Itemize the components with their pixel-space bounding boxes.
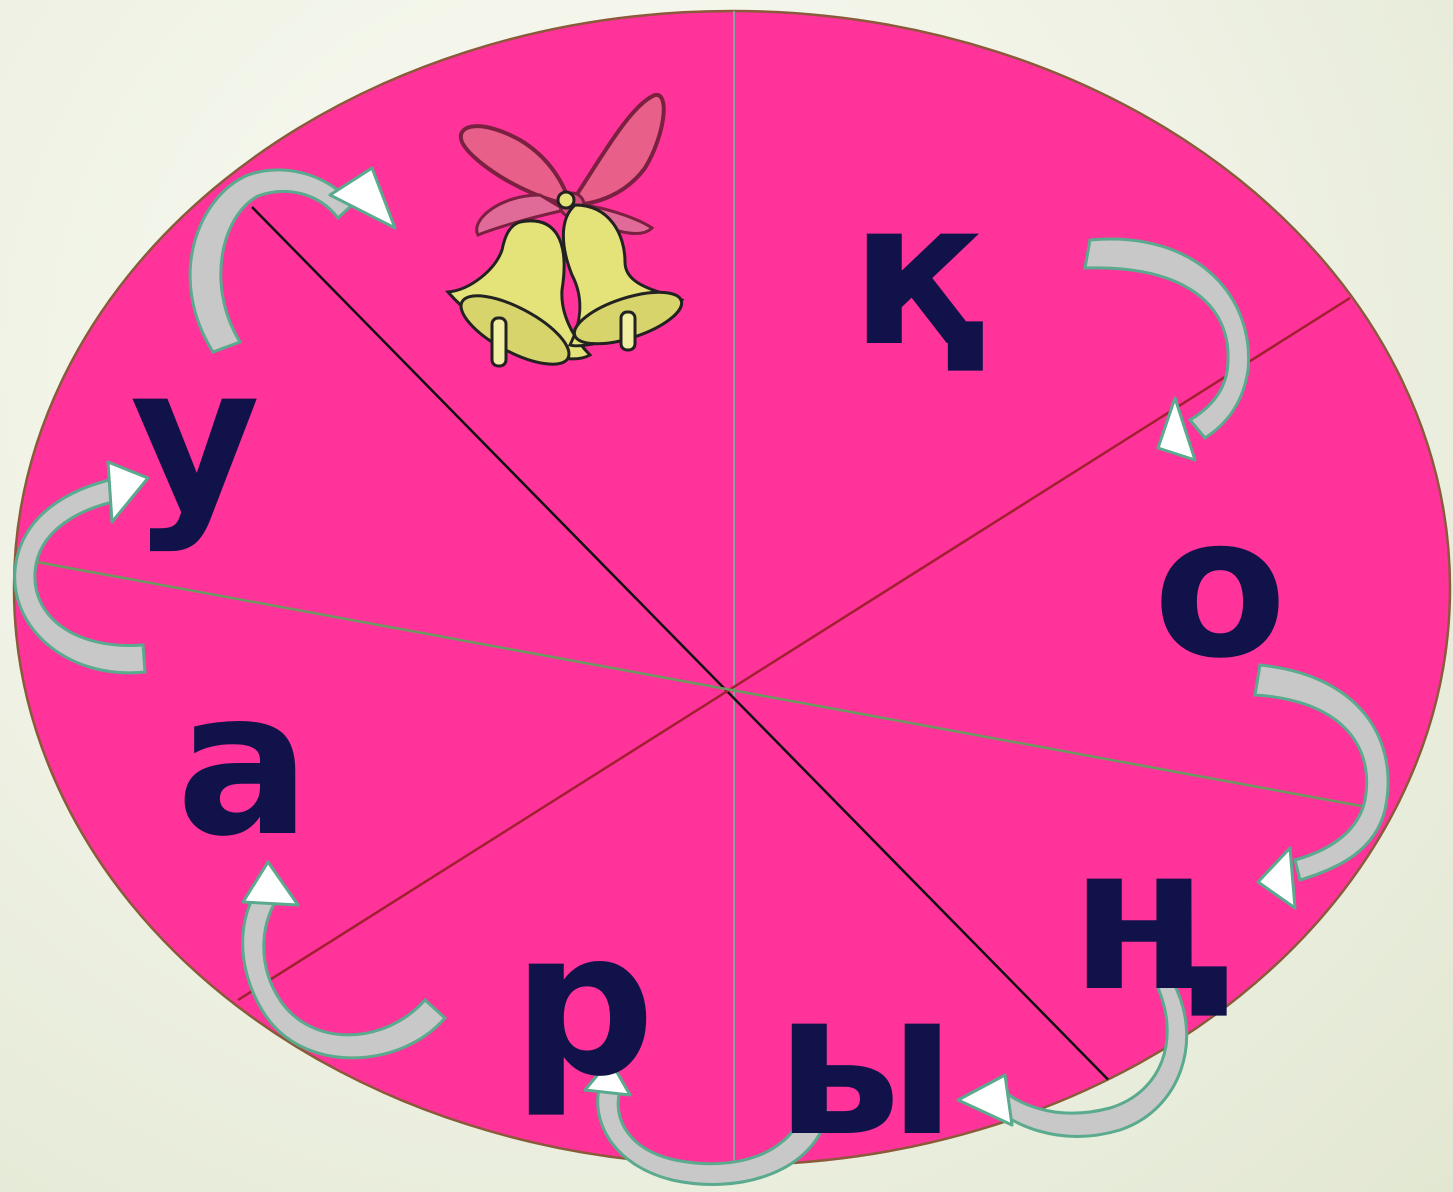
letter-a: а [176, 665, 311, 865]
letter-k: қ [850, 175, 986, 375]
letter-ng: ң [1070, 820, 1232, 1020]
letter-y: ы [775, 965, 956, 1165]
letter-r: р [512, 905, 655, 1105]
letter-o: о [1153, 490, 1287, 685]
letter-u: у [130, 340, 260, 540]
